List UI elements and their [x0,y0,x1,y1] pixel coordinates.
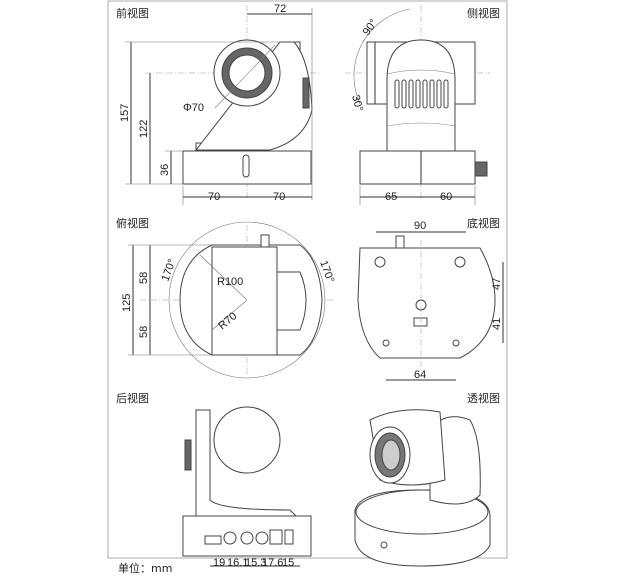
view-title-top: 俯视图 [116,216,149,230]
dim-height-total: 157 [119,104,131,122]
dim-front-left: 70 [208,191,220,203]
drawing-frame [107,0,508,559]
perspective-view [354,409,491,567]
back-view: 19 16.1 15.3 17.6 15 [182,406,312,569]
front-view: 72 157 122 36 Φ70 70 70 [119,3,320,205]
dim-tilt-up: 90° [361,17,380,38]
dim-front-right: 70 [273,191,285,203]
dim-back-5: 15 [282,557,294,569]
dim-side-right: 60 [440,191,452,203]
view-title-bottom: 底视图 [467,216,500,230]
view-title-perspective: 透视图 [467,391,500,405]
dim-height-axis: 122 [138,120,150,138]
dim-bottom-upper: 47 [491,278,503,290]
dim-lens-dia: Φ70 [183,102,204,114]
dim-width-top: 72 [274,3,286,15]
dim-top-lower: 58 [138,326,150,338]
unit-label: 单位：mm [118,561,172,575]
dim-bottom-lower: 41 [491,318,503,330]
view-title-back: 后视图 [116,391,149,405]
dim-bottom-bottom-width: 64 [414,369,426,381]
dim-back-4: 17.6 [262,557,283,569]
dim-bottom-width: 90 [414,220,426,232]
bottom-view: 90 47 41 64 [357,220,504,381]
side-view: 90° 30° 65 60 [345,5,490,205]
dim-r-outer: R100 [217,276,243,288]
dim-base-height: 36 [159,164,171,176]
view-title-front: 前视图 [116,6,149,20]
dim-side-left: 65 [385,191,397,203]
view-title-side: 侧视图 [467,6,500,20]
dim-tilt-down: 30° [349,94,365,113]
dim-pan-left: 170° [160,258,179,283]
top-view: 170° 170° R100 R70 125 58 58 [121,221,336,379]
dim-back-3: 15.3 [245,557,266,569]
dim-top-upper: 58 [138,272,150,284]
dim-top-total: 125 [121,294,133,312]
dim-back-2: 16.1 [227,557,248,569]
dim-back-1: 19 [213,557,225,569]
